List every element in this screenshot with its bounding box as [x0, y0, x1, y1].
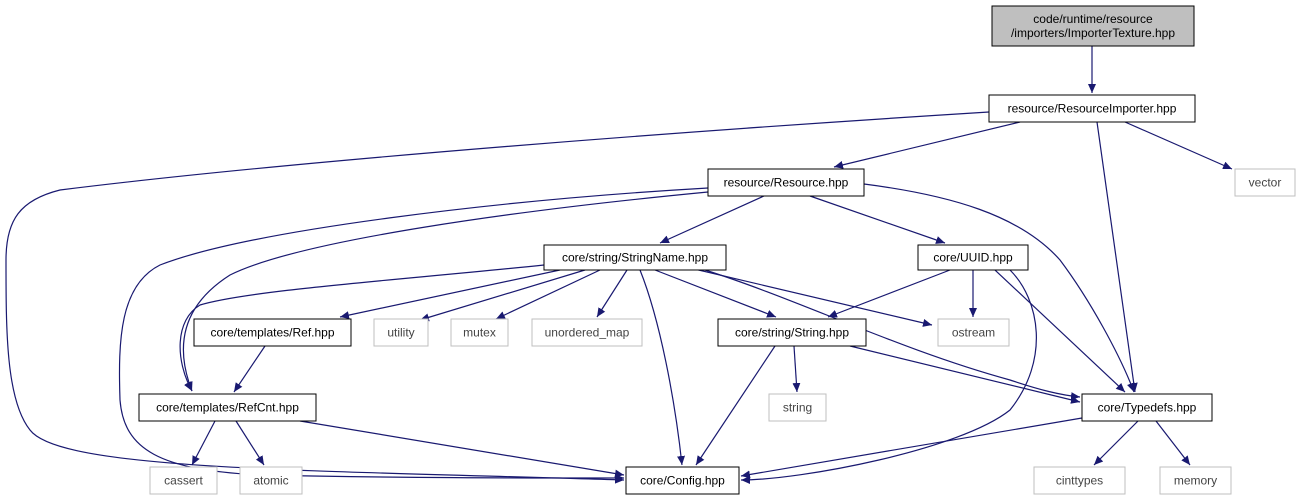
- node-box: [373, 318, 429, 347]
- node-box: [988, 94, 1196, 123]
- node-box: [450, 318, 509, 347]
- node-box: [917, 244, 1029, 271]
- edge-typedefs-to-cinttypes: [1093, 420, 1139, 466]
- node-box: [149, 466, 218, 495]
- node-utility[interactable]: utility: [373, 318, 429, 347]
- node-label: string: [783, 401, 812, 415]
- edge-string-name-to-unordered-map: [596, 269, 628, 318]
- node-box: [239, 466, 303, 495]
- node-resource[interactable]: resource/Resource.hpp: [707, 168, 865, 197]
- node-label: atomic: [253, 474, 288, 488]
- edge-resource-importer-to-resource: [833, 121, 1021, 169]
- edge-string-name-to-ref: [339, 269, 561, 320]
- node-importer-texture: code/runtime/resource/importers/Importer…: [991, 5, 1195, 47]
- node-label: memory: [1174, 474, 1217, 488]
- node-box: [707, 168, 865, 197]
- node-atomic[interactable]: atomic: [239, 466, 303, 495]
- node-label: core/Typedefs.hpp: [1098, 401, 1197, 415]
- node-box: [531, 318, 643, 347]
- edge-resource-to-uuid: [809, 195, 946, 244]
- node-label: code/runtime/resource: [1033, 12, 1153, 26]
- edge-refcnt-to-cassert: [191, 420, 216, 466]
- node-box: [625, 466, 740, 495]
- edge-string-hpp-to-string-std: [792, 345, 801, 393]
- edge-uuid-to-string-hpp: [827, 269, 951, 318]
- node-cassert[interactable]: cassert: [149, 466, 218, 495]
- edge-string-name-to-typedefs: [704, 269, 1081, 401]
- node-box: [937, 318, 1010, 347]
- edge-uuid-to-config: [740, 269, 1037, 484]
- node-ostream[interactable]: ostream: [937, 318, 1010, 347]
- edge-resource-to-config: [118, 187, 709, 482]
- edges: [5, 46, 1233, 484]
- node-string-std[interactable]: string: [768, 393, 827, 422]
- edge-resource-importer-to-config: [5, 111, 990, 484]
- node-box: [991, 5, 1195, 47]
- node-label: /importers/ImporterTexture.hpp: [1011, 26, 1175, 40]
- node-label: core/string/String.hpp: [735, 326, 849, 340]
- node-label: mutex: [463, 326, 496, 340]
- edge-typedefs-to-config: [740, 417, 1083, 479]
- edge-ref-to-refcnt: [233, 345, 266, 393]
- node-box: [1033, 466, 1126, 495]
- node-ref[interactable]: core/templates/Ref.hpp: [193, 318, 352, 347]
- node-label: core/UUID.hpp: [933, 251, 1013, 265]
- edge-resource-importer-to-typedefs: [1096, 121, 1138, 393]
- edge-string-name-to-ostream: [689, 267, 933, 327]
- node-typedefs[interactable]: core/Typedefs.hpp: [1081, 393, 1213, 422]
- node-label: cassert: [164, 474, 203, 488]
- edge-resource-to-typedefs: [863, 183, 1135, 393]
- node-mutex[interactable]: mutex: [450, 318, 509, 347]
- node-label: utility: [387, 326, 414, 340]
- edge-refcnt-to-atomic: [235, 420, 265, 466]
- edge-resource-to-refcnt: [182, 191, 709, 392]
- node-vector[interactable]: vector: [1234, 168, 1296, 197]
- node-label: resource/Resource.hpp: [724, 176, 849, 190]
- edge-typedefs-to-memory: [1155, 420, 1191, 466]
- edge-refcnt-to-config: [299, 420, 625, 478]
- edge-string-hpp-to-config: [695, 345, 776, 466]
- edge-resource-to-string-name: [659, 195, 765, 244]
- node-label: resource/ResourceImporter.hpp: [1008, 102, 1177, 116]
- node-box: [1234, 168, 1296, 197]
- edge-string-name-to-utility: [419, 269, 586, 322]
- node-box: [543, 244, 727, 271]
- edge-string-name-to-string-hpp: [654, 269, 777, 318]
- node-config[interactable]: core/Config.hpp: [625, 466, 740, 495]
- node-label: core/templates/RefCnt.hpp: [156, 401, 299, 415]
- edge-uuid-to-typedefs: [994, 269, 1126, 393]
- node-memory[interactable]: memory: [1159, 466, 1232, 495]
- node-label: ostream: [952, 326, 995, 340]
- edge-string-name-to-refcnt: [179, 264, 545, 392]
- node-label: core/Config.hpp: [640, 474, 725, 488]
- node-box: [138, 393, 317, 422]
- node-box: [717, 318, 867, 347]
- node-box: [768, 393, 827, 422]
- node-box: [1081, 393, 1213, 422]
- node-box: [193, 318, 352, 347]
- node-unordered-map[interactable]: unordered_map: [531, 318, 643, 347]
- node-label: core/templates/Ref.hpp: [210, 326, 334, 340]
- node-cinttypes[interactable]: cinttypes: [1033, 466, 1126, 495]
- node-refcnt[interactable]: core/templates/RefCnt.hpp: [138, 393, 317, 422]
- node-resource-importer[interactable]: resource/ResourceImporter.hpp: [988, 94, 1196, 123]
- node-box: [1159, 466, 1232, 495]
- node-label: vector: [1249, 176, 1282, 190]
- node-label: core/string/StringName.hpp: [562, 251, 708, 265]
- edge-string-name-to-mutex: [495, 269, 601, 320]
- node-label: cinttypes: [1056, 474, 1103, 488]
- edge-string-name-to-config: [639, 269, 686, 466]
- edge-resource-importer-to-vector: [1124, 121, 1233, 170]
- node-uuid[interactable]: core/UUID.hpp: [917, 244, 1029, 271]
- nodes: code/runtime/resource/importers/Importer…: [138, 5, 1296, 495]
- edge-string-hpp-to-typedefs: [849, 345, 1081, 404]
- node-string-hpp[interactable]: core/string/String.hpp: [717, 318, 867, 347]
- node-string-name[interactable]: core/string/StringName.hpp: [543, 244, 727, 271]
- node-label: unordered_map: [545, 326, 630, 340]
